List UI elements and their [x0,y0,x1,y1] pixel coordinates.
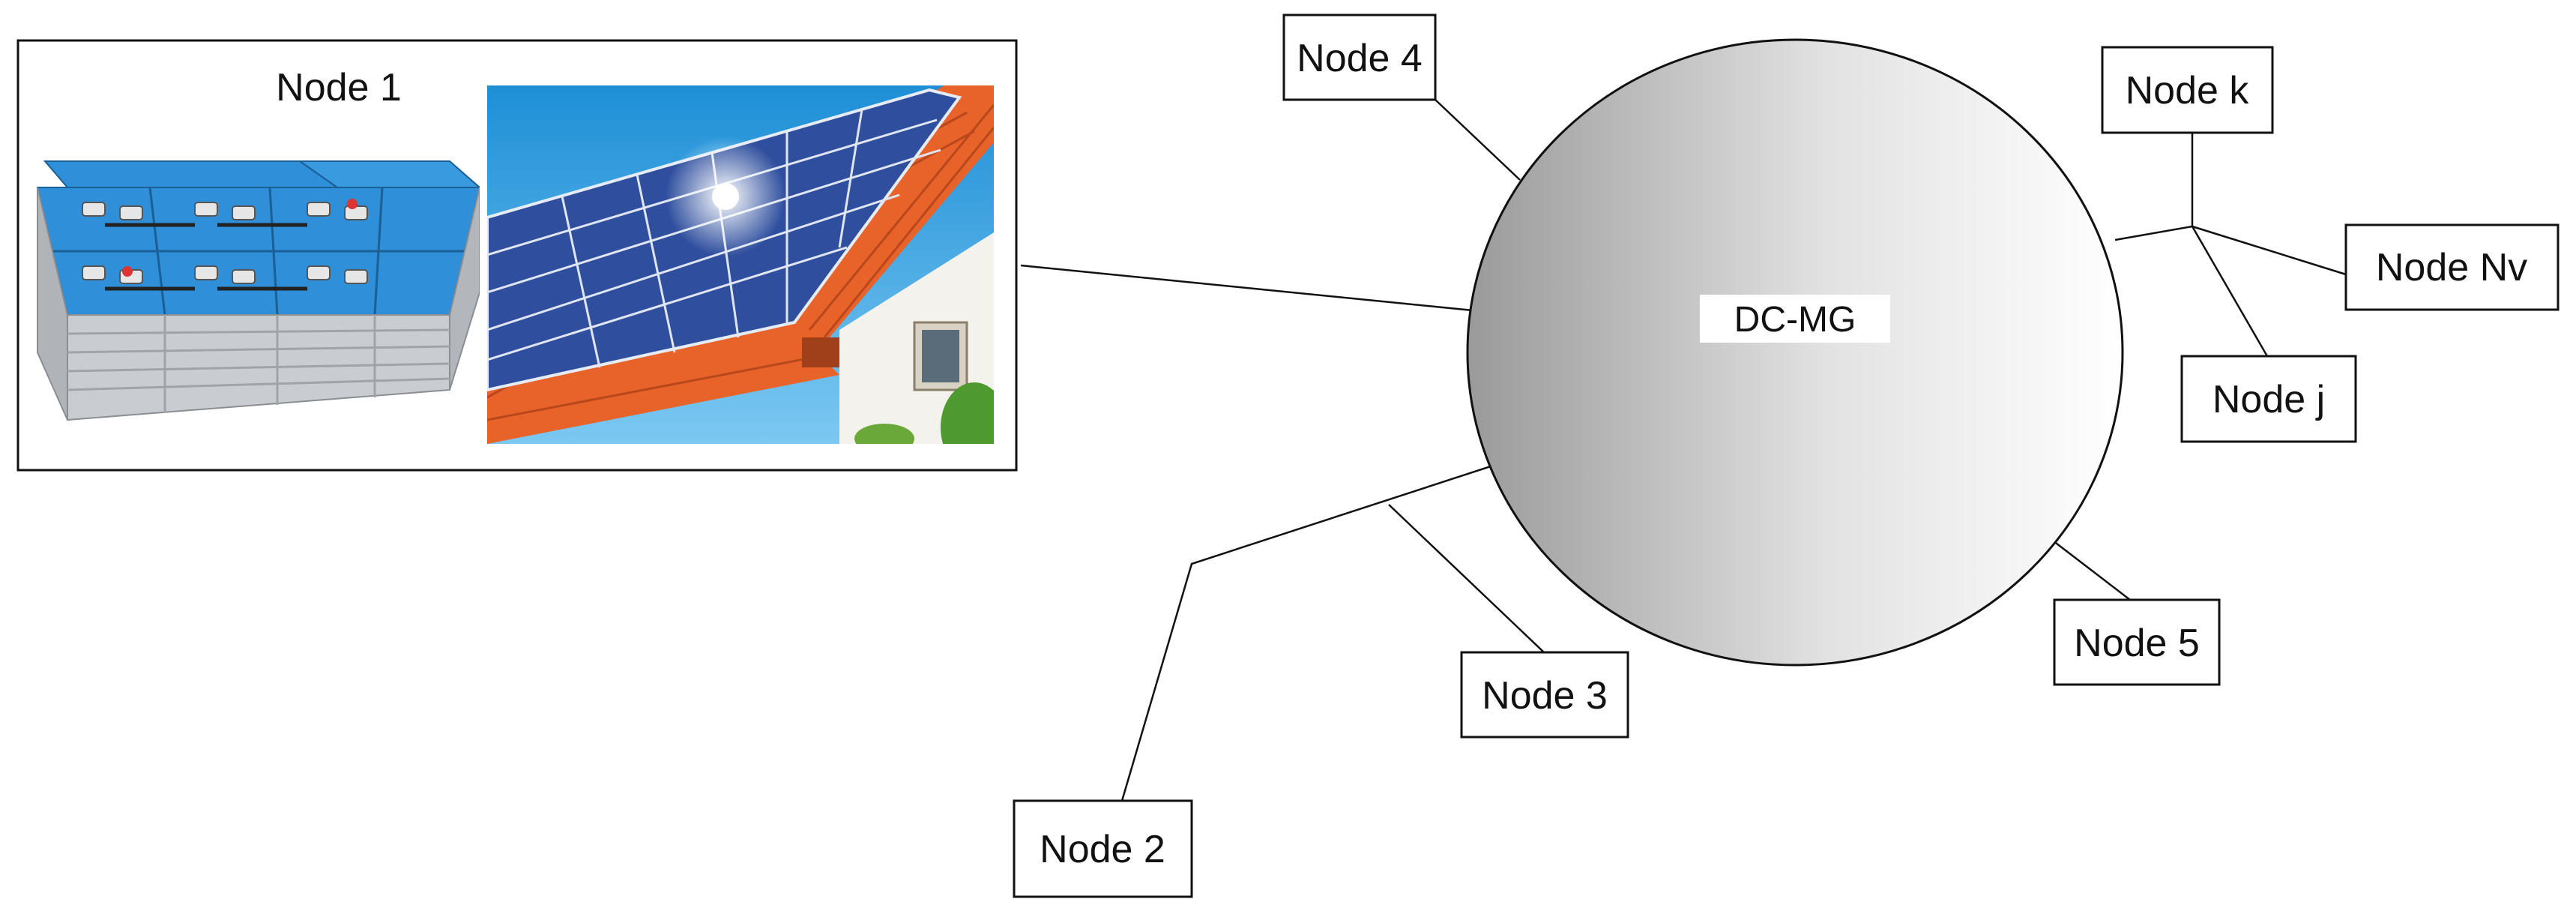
node-k: Node k [2101,46,2274,134]
solar-roof-icon [487,85,994,444]
dc-mg-hub: DC-MG [1466,38,2124,667]
node-2-box [1013,799,1193,898]
node-1-panel: Node 1 [16,39,1018,472]
hub-circle [1466,38,2124,667]
battery-bank-icon [30,135,480,442]
link-node2 [1120,463,1496,802]
hub-label-bg [1700,295,1890,343]
node-2: Node 2 [1013,799,1193,898]
node-3-box [1460,651,1629,739]
link-node5 [2049,538,2131,601]
link-nodenv [2192,225,2347,276]
node-4-box [1282,13,1437,101]
link-nodej [2191,226,2269,357]
hub-label: DC-MG [1734,300,1856,340]
link-node1 [1020,264,1473,312]
link-node3 [1388,504,1545,653]
node-nv-box [2344,223,2560,311]
node-j-box [2180,355,2357,443]
node-nv-label: Node Nv [2376,246,2527,289]
node-k-box [2101,46,2274,134]
node-1-label: Node 1 [276,66,402,109]
node-4-label: Node 4 [1297,37,1423,80]
node-3: Node 3 [1460,651,1629,739]
connection-lines [1020,99,2347,802]
node-2-label: Node 2 [1040,828,1165,871]
node-3-label: Node 3 [1482,674,1608,718]
node-5-box [2053,598,2221,686]
node-j: Node j [2180,355,2357,443]
link-hub-branch [2114,225,2193,241]
node-5: Node 5 [2053,598,2221,686]
node-j-label: Node j [2212,378,2325,421]
node-k-label: Node k [2126,69,2250,112]
node-nv: Node Nv [2344,223,2560,311]
node-4: Node 4 [1282,13,1437,101]
node-5-label: Node 5 [2074,622,2200,665]
link-node4 [1435,99,1521,181]
